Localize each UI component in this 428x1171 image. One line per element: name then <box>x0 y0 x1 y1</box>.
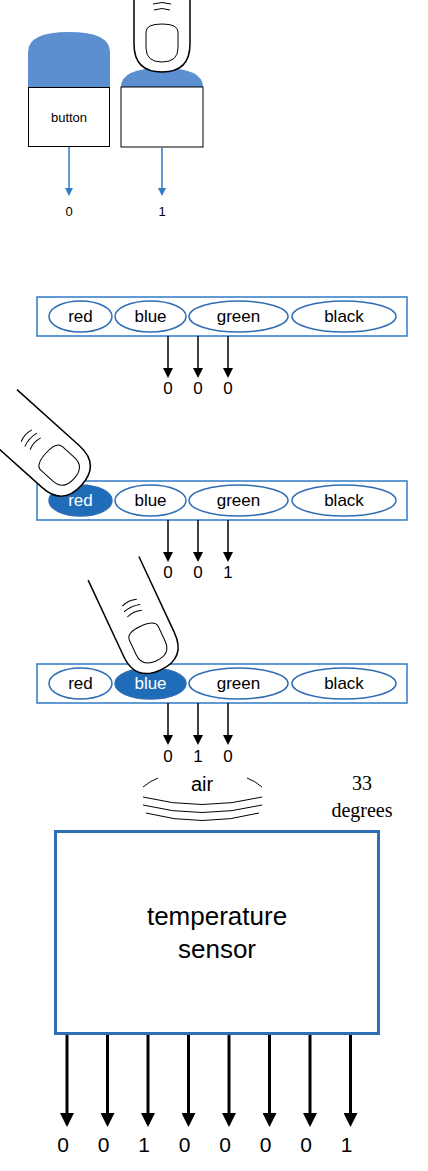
key-label: red <box>68 307 93 327</box>
oval-shape <box>292 485 396 516</box>
bit-value: 1 <box>223 563 232 583</box>
bit-arrow <box>167 336 169 376</box>
bit-value: 0 <box>219 1133 231 1157</box>
bit-value: 0 <box>300 1133 312 1157</box>
key-label: green <box>217 674 260 694</box>
key-oval: green <box>188 667 289 700</box>
air-wave <box>143 805 262 813</box>
sensor-label: temperature sensor <box>122 900 312 965</box>
air-label: air <box>191 773 213 796</box>
key-oval: black <box>291 300 397 333</box>
bit-arrow <box>197 520 199 560</box>
bit-arrow <box>227 520 229 560</box>
oval-shape <box>49 301 112 332</box>
bit-arrow <box>167 703 169 743</box>
button-box: button <box>28 87 110 147</box>
bit-value: 1 <box>158 204 165 219</box>
bit-arrow <box>66 1035 69 1124</box>
oval-shape <box>292 668 396 699</box>
bit-arrow <box>106 1035 109 1124</box>
key-oval: blue <box>114 300 187 333</box>
air-wave <box>143 797 262 805</box>
oval-shape <box>115 301 186 332</box>
key-oval: blue <box>114 484 187 517</box>
bit-value: 0 <box>193 563 202 583</box>
bit-value: 0 <box>179 1133 191 1157</box>
bit-arrow <box>228 1035 231 1124</box>
bit-arrow <box>167 520 169 560</box>
bit-value: 0 <box>193 379 202 399</box>
air-wave <box>146 813 259 821</box>
bit-arrow <box>309 1035 312 1124</box>
bit-value: 1 <box>341 1133 353 1157</box>
key-label: black <box>324 674 364 694</box>
bit-arrow <box>197 703 199 743</box>
key-label: red <box>68 491 93 511</box>
button-cap <box>28 32 110 87</box>
signal-arrow <box>68 147 70 194</box>
oval-shape <box>115 485 186 516</box>
keypad-panel <box>37 664 407 703</box>
key-label: black <box>324 307 364 327</box>
button-label: button <box>51 110 87 125</box>
bit-value: 0 <box>57 1133 69 1157</box>
air-wave <box>247 778 262 787</box>
key-label: black <box>324 491 364 511</box>
key-label: blue <box>134 674 166 694</box>
key-label: green <box>217 491 260 511</box>
finger <box>88 556 186 681</box>
bit-arrow <box>187 1035 190 1124</box>
bit-value: 0 <box>223 747 232 767</box>
bit-value: 1 <box>193 747 202 767</box>
sensor-box: temperature sensor <box>54 830 380 1035</box>
bit-value: 0 <box>163 563 172 583</box>
key-oval: green <box>188 300 289 333</box>
key-oval: black <box>291 667 397 700</box>
oval-shape <box>292 301 396 332</box>
keypad-panel <box>37 481 407 520</box>
bit-arrow <box>227 336 229 376</box>
oval-shape <box>189 485 288 516</box>
bit-value: 0 <box>98 1133 110 1157</box>
bit-arrow <box>268 1035 271 1124</box>
oval-shape <box>49 668 112 699</box>
key-oval: red <box>48 300 113 333</box>
bit-value: 0 <box>65 204 72 219</box>
key-oval: black <box>291 484 397 517</box>
temperature-note: 33 degrees <box>322 770 402 824</box>
bit-value: 0 <box>163 379 172 399</box>
key-label: red <box>68 674 93 694</box>
button-box <box>121 87 203 147</box>
key-label: green <box>217 307 260 327</box>
key-oval: red <box>48 667 113 700</box>
finger <box>134 0 190 72</box>
bit-arrow <box>227 703 229 743</box>
oval-shape <box>189 668 288 699</box>
bit-arrow <box>197 336 199 376</box>
finger <box>0 390 100 507</box>
air-wave <box>143 778 158 787</box>
bit-arrow <box>349 1035 352 1124</box>
oval-shape <box>189 301 288 332</box>
bit-value: 1 <box>138 1133 150 1157</box>
keypad-panel <box>37 297 407 336</box>
key-oval: green <box>188 484 289 517</box>
bit-value: 0 <box>260 1133 272 1157</box>
key-label: blue <box>134 307 166 327</box>
bit-value: 0 <box>223 379 232 399</box>
bit-value: 0 <box>163 747 172 767</box>
signal-arrow <box>161 147 163 194</box>
key-label: blue <box>134 491 166 511</box>
bit-arrow <box>147 1035 150 1124</box>
